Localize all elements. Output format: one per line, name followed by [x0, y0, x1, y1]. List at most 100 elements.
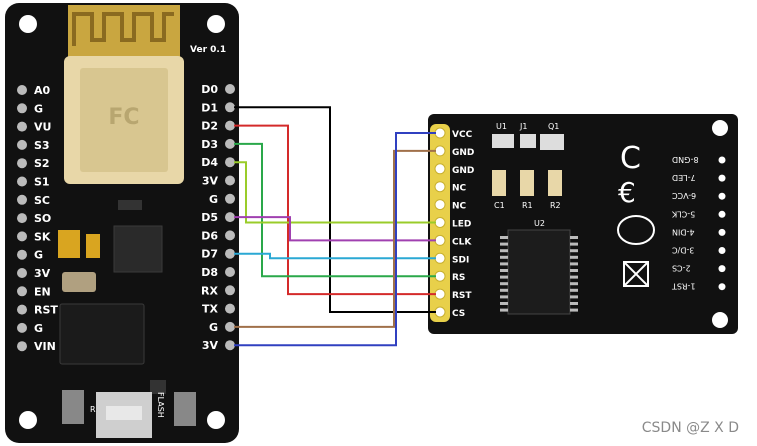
lcd-pin: [434, 163, 446, 175]
nodemcu-left-pin: [17, 176, 27, 187]
wire-d4-to-led: [234, 161, 436, 224]
lcd-right-pin: [718, 228, 726, 236]
nodemcu-left-pin: [17, 139, 27, 150]
nodemcu-right-pin-label: 3V: [202, 175, 219, 188]
lcd-pin-label: LED: [452, 220, 471, 230]
nodemcu-left-pin: [17, 249, 27, 260]
lcd-pin-label: SDI: [452, 255, 469, 265]
nodemcu-right-pin-label: G: [209, 193, 218, 206]
nodemcu-right-pin: [225, 193, 235, 204]
lcd-right-pin: [718, 210, 726, 218]
lcd-pin-label: VCC: [452, 130, 473, 140]
wire-d7-to-sdi: [234, 252, 436, 260]
nodemcu-right-pin: [225, 340, 235, 351]
nodemcu-left-pin-label: RST: [34, 304, 58, 317]
nodemcu-right-pin: [225, 248, 235, 259]
nodemcu-left-pin-label: G: [34, 249, 43, 262]
nodemcu-right-pin-label: D4: [201, 156, 218, 169]
flash-button[interactable]: [174, 392, 196, 426]
nodemcu-right-pin: [225, 303, 235, 314]
nodemcu-left-pin: [17, 213, 27, 224]
svg-text:R2: R2: [550, 201, 561, 210]
nodemcu-left-pin-label: S1: [34, 176, 50, 189]
lcd-pin-label: NC: [452, 202, 467, 212]
nodemcu-left-pin: [17, 121, 27, 132]
lcd-right-label: 3-D/C: [672, 246, 695, 255]
nodemcu-left-pin: [17, 85, 27, 95]
nodemcu-right-pin: [225, 102, 235, 113]
c-logo: C: [620, 141, 641, 176]
nodemcu-left-pin: [17, 268, 27, 278]
svg-text:J1: J1: [519, 122, 527, 131]
lcd-pin: [434, 181, 446, 193]
wire-d2-to-rst: [234, 124, 436, 296]
nodemcu-right-pin: [225, 285, 235, 296]
crystal: [62, 272, 96, 292]
svg-text:Q1: Q1: [548, 122, 559, 131]
nodemcu-left-pin: [17, 103, 27, 114]
nodemcu-left-pin-label: SK: [34, 230, 51, 243]
nodemcu-right-pin-label: D3: [201, 138, 218, 151]
nodemcu-left-pin-label: S3: [34, 139, 50, 152]
nodemcu-right-pin: [225, 230, 235, 241]
nodemcu-right-pin-label: D1: [201, 101, 218, 114]
lcd-right-pin: [718, 247, 726, 254]
flash-button-label: FLASH: [156, 392, 165, 418]
nodemcu-left-pin: [17, 304, 27, 315]
lcd-pin: [434, 252, 446, 264]
nodemcu-right-pin-label: TX: [202, 303, 219, 316]
lcd-pin: [434, 270, 446, 282]
nodemcu-left-pin: [17, 231, 27, 242]
lcd-pin-label: GND: [452, 166, 474, 176]
lcd-pin-label: NC: [452, 184, 467, 194]
nodemcu-left-pin-label: VIN: [34, 340, 56, 353]
nodemcu-right-pin-label: D7: [201, 248, 218, 261]
nodemcu-right-pin: [225, 138, 235, 149]
nodemcu-left-pin: [17, 341, 27, 352]
nodemcu-right-pin-label: G: [209, 321, 218, 334]
lcd-right-label: 8-GND: [672, 155, 699, 164]
svg-text:U2: U2: [534, 219, 545, 228]
nodemcu-right-pin: [225, 212, 235, 223]
version-label: Ver 0.1: [190, 45, 226, 55]
lcd-right-label: 4-DIN: [672, 227, 694, 236]
lcd-right-label: 7-LED: [672, 173, 696, 182]
weee-icon: [623, 261, 649, 287]
nodemcu-left-pin-label: SC: [34, 194, 50, 207]
svg-text:FC: FC: [108, 105, 139, 130]
nodemcu-right-pin-label: RX: [201, 284, 218, 297]
nodemcu-left-pin: [17, 158, 27, 169]
lcd-pin: [434, 199, 446, 211]
wire-d3-to-rs: [234, 142, 436, 278]
rst-button[interactable]: [62, 390, 84, 424]
nodemcu-left-pin-label: VU: [34, 121, 51, 134]
lcd-right-label: 6-VCC: [672, 191, 697, 200]
capacitor-yellow: [58, 230, 80, 258]
nodemcu-left-pin: [17, 286, 27, 297]
wire-g-to-gnd: [234, 149, 436, 328]
nodemcu-right-pin-label: D2: [201, 120, 218, 133]
lcd-right-label: 2-CS: [672, 264, 691, 273]
lcd-pin: [434, 288, 446, 300]
ce-logo: €: [618, 176, 636, 209]
wire-d5-to-clk: [234, 216, 436, 242]
lcd-pin-label: CS: [452, 309, 465, 319]
nodemcu-right-pin: [225, 175, 235, 186]
nodemcu-right-pin: [225, 120, 235, 131]
wire-d1-to-cs: [234, 106, 436, 313]
nodemcu-left-pin-label: G: [34, 322, 43, 335]
nodemcu-board: FC RST FLASH Ver 0.1 A0GVUS3S2S1SCSOSKG3…: [5, 3, 239, 443]
lcd-pin: [434, 217, 446, 228]
svg-text:R1: R1: [522, 201, 533, 210]
lcd-right-label: 5-CLK: [671, 209, 695, 218]
u2-chip: [507, 229, 571, 315]
lcd-pin: [434, 127, 446, 139]
lcd-right-pin: [718, 283, 726, 291]
lcd-right-pin: [718, 174, 726, 182]
nodemcu-right-pin-label: D5: [201, 211, 218, 224]
svg-text:U1: U1: [496, 122, 507, 131]
lcd-pin: [434, 306, 446, 318]
nodemcu-left-pin-label: G: [34, 102, 43, 115]
lcd-pin-label: GND: [452, 148, 474, 158]
lcd-pin-label: RS: [452, 273, 465, 283]
